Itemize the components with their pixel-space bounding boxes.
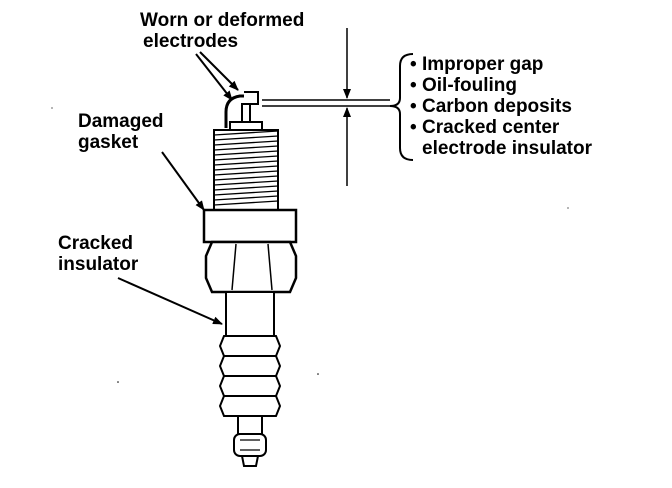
threads <box>213 130 279 206</box>
insulator-ribs <box>218 335 282 417</box>
label-gasket-line2: gasket <box>78 132 139 153</box>
cause-item: •Oil-fouling <box>410 75 517 96</box>
cause-item: •Improper gap <box>410 54 544 75</box>
arrow-gasket <box>161 151 205 211</box>
bullet-icon: • <box>410 117 417 138</box>
terminal-post <box>237 415 263 435</box>
bullet-icon: • <box>410 54 417 75</box>
cause-item: •Carbon deposits <box>410 96 572 117</box>
cause-item-continuation: electrode insulator <box>422 138 592 159</box>
label-insulator: Cracked insulator <box>58 233 138 275</box>
bullet-icon: • <box>410 96 417 117</box>
bullet-icon: • <box>410 75 417 96</box>
cause-item: •Cracked center <box>410 117 560 138</box>
leader-arrows <box>117 51 239 325</box>
insulator-shank <box>225 291 275 337</box>
center-electrode <box>241 103 251 123</box>
label-gasket: Damaged gasket <box>78 111 164 153</box>
hex-nut <box>204 240 298 294</box>
label-electrodes: Worn or deformed electrodes <box>140 10 304 52</box>
terminal-nut <box>233 433 267 457</box>
cause-brace <box>389 53 414 161</box>
paper-specks <box>51 107 569 383</box>
gap-dimension <box>262 28 390 186</box>
ground-electrode <box>224 94 258 128</box>
label-insulator-line2: insulator <box>58 254 139 275</box>
arrow-electrodes-b <box>195 53 233 101</box>
label-gasket-line1: Damaged <box>78 111 164 132</box>
cause-list: •Improper gap •Oil-fouling •Carbon depos… <box>410 54 592 159</box>
spark-plug <box>202 91 298 467</box>
label-insulator-line1: Cracked <box>58 233 133 254</box>
label-electrodes-line1: Worn or deformed <box>140 10 305 31</box>
arrow-insulator <box>117 277 223 325</box>
label-electrodes-line2: electrodes <box>143 31 239 52</box>
arrow-electrodes-a <box>199 51 239 91</box>
gasket-ring <box>202 208 298 244</box>
